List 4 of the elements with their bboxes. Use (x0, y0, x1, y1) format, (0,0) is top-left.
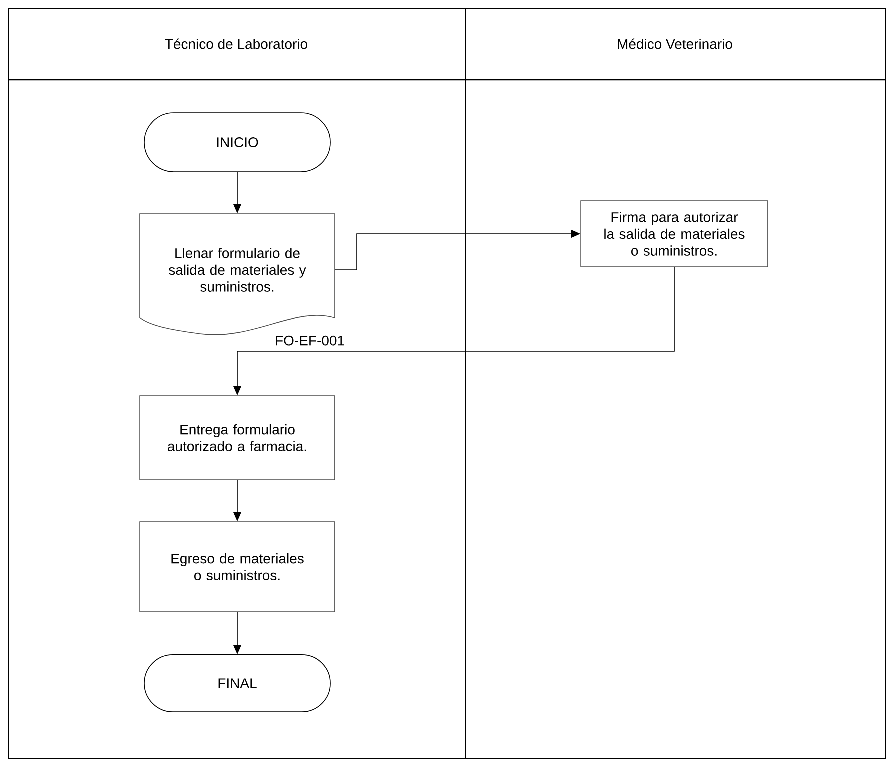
document-code: FO-EF-001 (276, 336, 344, 346)
process-box: Entrega formulario autorizado a farmacia. (140, 396, 336, 480)
process-box: Firma para autorizar la salida de materiales o suministros. (580, 200, 768, 268)
process-box: Egreso de materiales o suministros. (140, 522, 336, 612)
